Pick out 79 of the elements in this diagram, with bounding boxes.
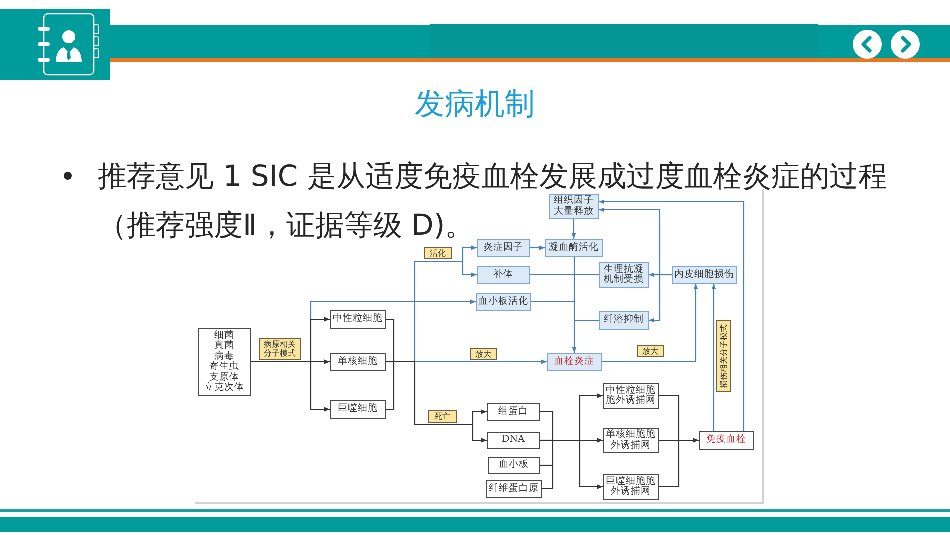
connector-line: [574, 275, 576, 302]
process-box: 巨噬细胞: [330, 400, 386, 419]
connector-line: [660, 274, 672, 276]
connector-line: [659, 440, 680, 488]
process-box: 血小板活化: [476, 293, 531, 311]
connector-line: [574, 274, 599, 276]
arrow: [572, 219, 576, 239]
arrow: [712, 284, 716, 431]
arrow: [310, 362, 330, 412]
list-item: 支原体: [210, 372, 240, 382]
connector-line: [553, 440, 580, 442]
arrow: [310, 300, 476, 320]
process-box: 纤维蛋白原: [486, 480, 542, 498]
connector-line: [574, 320, 599, 322]
connector-line: [386, 362, 395, 410]
process-box: 组织因子大量释放: [549, 194, 599, 219]
connector-line: [574, 302, 576, 320]
arrow: [311, 317, 330, 322]
arrow: [415, 360, 547, 364]
process-box: 补体: [477, 266, 530, 284]
process-box: 凝血酶活化: [545, 239, 603, 257]
list-item: 寄生虫: [210, 362, 240, 372]
process-box: 生理抗凝机制受损: [599, 262, 649, 288]
connector-line: [530, 274, 574, 276]
process-box: 炎症因子: [477, 239, 530, 257]
process-box: 单核细胞: [330, 353, 386, 371]
process-box: 内皮细胞损伤: [672, 266, 737, 284]
connector-line: [310, 320, 312, 362]
edge-label: 病原相关分子模式: [259, 338, 301, 360]
process-box: 单核细胞胞外诱捕网: [603, 428, 659, 453]
arrow: [579, 394, 603, 440]
process-box: 巨噬细胞胞外诱捕网: [603, 474, 659, 500]
process-box: 血栓炎症: [547, 353, 602, 371]
connector-line: [540, 440, 553, 442]
connector-line: [659, 395, 680, 440]
connector-line: [251, 361, 311, 363]
list-item: 细菌: [214, 330, 234, 340]
arrow: [472, 410, 487, 425]
arrow: [530, 246, 545, 250]
edge-label: 活化: [424, 247, 452, 259]
connector-line: [552, 440, 554, 466]
edge-label: 放大: [637, 345, 664, 357]
edge-label: 损伤相关分子模式: [716, 320, 731, 392]
list-box: [198, 328, 251, 396]
list-item: 立克次体: [204, 383, 244, 394]
arrow: [462, 246, 477, 262]
arrow: [599, 200, 745, 431]
connector-line: [414, 362, 473, 426]
edge-label: 死亡: [428, 410, 457, 423]
process-box: 组蛋白: [487, 403, 540, 421]
arrow: [649, 275, 661, 323]
connector-line: [540, 464, 553, 466]
connector-line: [540, 411, 554, 440]
arrow: [311, 360, 330, 364]
process-box: DNA: [487, 432, 540, 449]
arrow: [649, 272, 660, 278]
arrow: [572, 320, 577, 353]
connector-line: [574, 257, 576, 275]
edge-label: 放大: [470, 348, 497, 360]
arrow: [602, 284, 698, 363]
connector-line: [542, 466, 554, 490]
connector-line: [659, 440, 679, 442]
arrow: [472, 425, 487, 443]
list-item: 真菌: [214, 341, 234, 351]
process-box: 中性粒细胞胞外诱捕网: [603, 383, 659, 409]
bullet-text: 推荐意见 1 SIC 是从适度免疫血栓发展成过度血栓炎症的过程: [98, 160, 888, 193]
process-box: 血小板: [488, 457, 540, 474]
note-text: （推荐强度Ⅱ，证据等级 D)。: [98, 209, 474, 242]
connector-line: [531, 301, 574, 303]
list-item: 病毒: [214, 352, 234, 362]
arrow: [579, 440, 603, 490]
arrow: [580, 438, 603, 443]
slide-title: 发病机制: [415, 87, 535, 123]
process-box: 免疫血栓: [699, 431, 754, 450]
arrow: [679, 438, 699, 443]
process-box: 纤溶抑制: [599, 311, 649, 330]
connector-line: [386, 318, 395, 362]
process-box: 中性粒细胞: [330, 310, 386, 329]
arrow: [599, 208, 661, 275]
